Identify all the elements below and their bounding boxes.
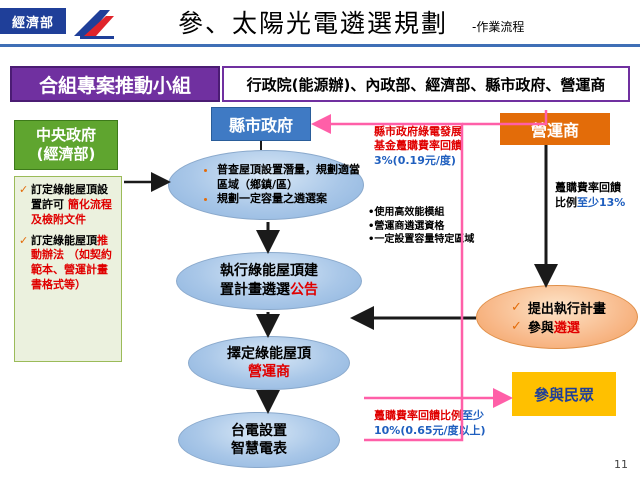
ministry-logo-text: 經濟部 bbox=[0, 8, 66, 34]
central-task-2-detail: （如契約範本、營運計畫書格式等） bbox=[31, 248, 112, 292]
page-subtitle: -作業流程 bbox=[472, 20, 525, 34]
central-task-1-text: 訂定綠能屋頂設置許可 bbox=[31, 183, 108, 211]
step2-line2: 置計畫遴選 bbox=[220, 282, 290, 298]
tender-announcement-node: 執行綠能屋頂建 置計畫遴選公告 bbox=[176, 252, 362, 310]
step4-line2: 智慧電表 bbox=[231, 441, 287, 457]
header-divider bbox=[0, 44, 640, 47]
central-task-2-highlight: 推動辦法 bbox=[31, 233, 108, 262]
tender-criteria-note: •使用高效能模組 •營運商遴選資格 •一定設置容量特定區域 bbox=[368, 206, 478, 247]
arrow-rebate-to-county bbox=[311, 114, 464, 442]
step3-line1: 擇定綠能屋頂 bbox=[227, 345, 311, 362]
county-government-header: 縣市政府 bbox=[211, 107, 311, 141]
operator-task-2-highlight: 遴選 bbox=[553, 321, 580, 336]
operator-task-1-text: 提出執行計畫 bbox=[527, 302, 606, 317]
step4-line1: 台電設置 bbox=[231, 422, 287, 439]
criteria-1: •使用高效能模組 bbox=[368, 207, 445, 218]
check-icon: ✓ bbox=[511, 300, 522, 315]
arrow-rebate-to-operator bbox=[462, 110, 548, 126]
county-task-1: 普查屋頂設置潛量，規劃適當區域（鄉鎮/區） bbox=[217, 163, 363, 193]
county-planning-node: 普查屋頂設置潛量，規劃適當區域（鄉鎮/區） 規劃一定容量之遴選案 bbox=[168, 150, 364, 220]
operator-task-2-text: 參與 bbox=[527, 321, 554, 336]
step2-highlight: 公告 bbox=[290, 282, 318, 298]
operator-plan-node: ✓ 提出執行計畫 ✓ 參與遴選 bbox=[476, 285, 638, 349]
check-icon: ✓ bbox=[511, 319, 522, 334]
central-task-2: ✓ 訂定綠能屋頂推動辦法 （如契約範本、營運計畫書格式等） bbox=[19, 234, 117, 293]
criteria-2: •營運商遴選資格 bbox=[368, 220, 445, 232]
central-task-1: ✓ 訂定綠能屋頂設置許可 簡化流程及檢附文件 bbox=[19, 183, 117, 228]
operator-task-1: ✓ 提出執行計畫 bbox=[511, 298, 637, 317]
step3-line2: 營運商 bbox=[248, 364, 290, 380]
central-task-2-text: 訂定綠能屋頂 bbox=[31, 233, 97, 247]
page-number: 11 bbox=[614, 458, 628, 471]
page-title: 參、太陽光電遴選規劃 bbox=[178, 9, 449, 38]
operator-rebate-line1: 躉購費率回饋 bbox=[555, 181, 621, 194]
county-fund-note: 縣市政府綠電發展 基金躉購費率回饋 3%(0.19元/度) bbox=[374, 125, 484, 168]
central-task-1-highlight: 簡化流程及檢附文件 bbox=[31, 197, 112, 226]
operator-header: 營運商 bbox=[500, 113, 610, 145]
central-government-tasks: ✓ 訂定綠能屋頂設置許可 簡化流程及檢附文件 ✓ 訂定綠能屋頂推動辦法 （如契約… bbox=[14, 176, 122, 362]
public-rebate-line1a: 躉購費率回饋比例 bbox=[374, 409, 462, 422]
county-fund-line2: 基金躉購費率回饋 bbox=[374, 139, 462, 153]
public-rebate-line1b: 至少 bbox=[462, 409, 484, 422]
operator-rebate-rate: 至少13% bbox=[577, 195, 626, 209]
county-fund-rate: 3%(0.19元/度) bbox=[374, 153, 456, 167]
ministry-logo-icon bbox=[74, 10, 114, 39]
check-icon: ✓ bbox=[19, 233, 29, 247]
central-title-line2: (經濟部) bbox=[36, 145, 96, 163]
operator-task-2: ✓ 參與遴選 bbox=[511, 317, 637, 336]
task-force-members: 行政院(能源辦)、內政部、經濟部、縣市政府、營運商 bbox=[222, 66, 630, 102]
public-rebate-rate: 10%(0.65元/度以上) bbox=[374, 423, 486, 437]
operator-rebate-note: 躉購費率回饋 比例至少13% bbox=[555, 181, 635, 211]
central-title-line1: 中央政府 bbox=[35, 126, 96, 145]
criteria-3: •一定設置容量特定區域 bbox=[368, 234, 475, 245]
public-rebate-note: 躉購費率回饋比例至少 10%(0.65元/度以上) bbox=[374, 409, 514, 439]
task-force-label: 合組專案推動小組 bbox=[10, 66, 220, 102]
county-task-2: 規劃一定容量之遴選案 bbox=[217, 192, 363, 207]
public-participants-box: 參與民眾 bbox=[512, 372, 616, 416]
check-icon: ✓ bbox=[19, 183, 29, 196]
county-fund-line1: 縣市政府綠電發展 bbox=[374, 125, 462, 138]
step2-line1: 執行綠能屋頂建 bbox=[220, 263, 318, 280]
central-government-header: 中央政府 (經濟部) bbox=[14, 120, 118, 170]
operator-rebate-line2a: 比例 bbox=[555, 195, 577, 209]
